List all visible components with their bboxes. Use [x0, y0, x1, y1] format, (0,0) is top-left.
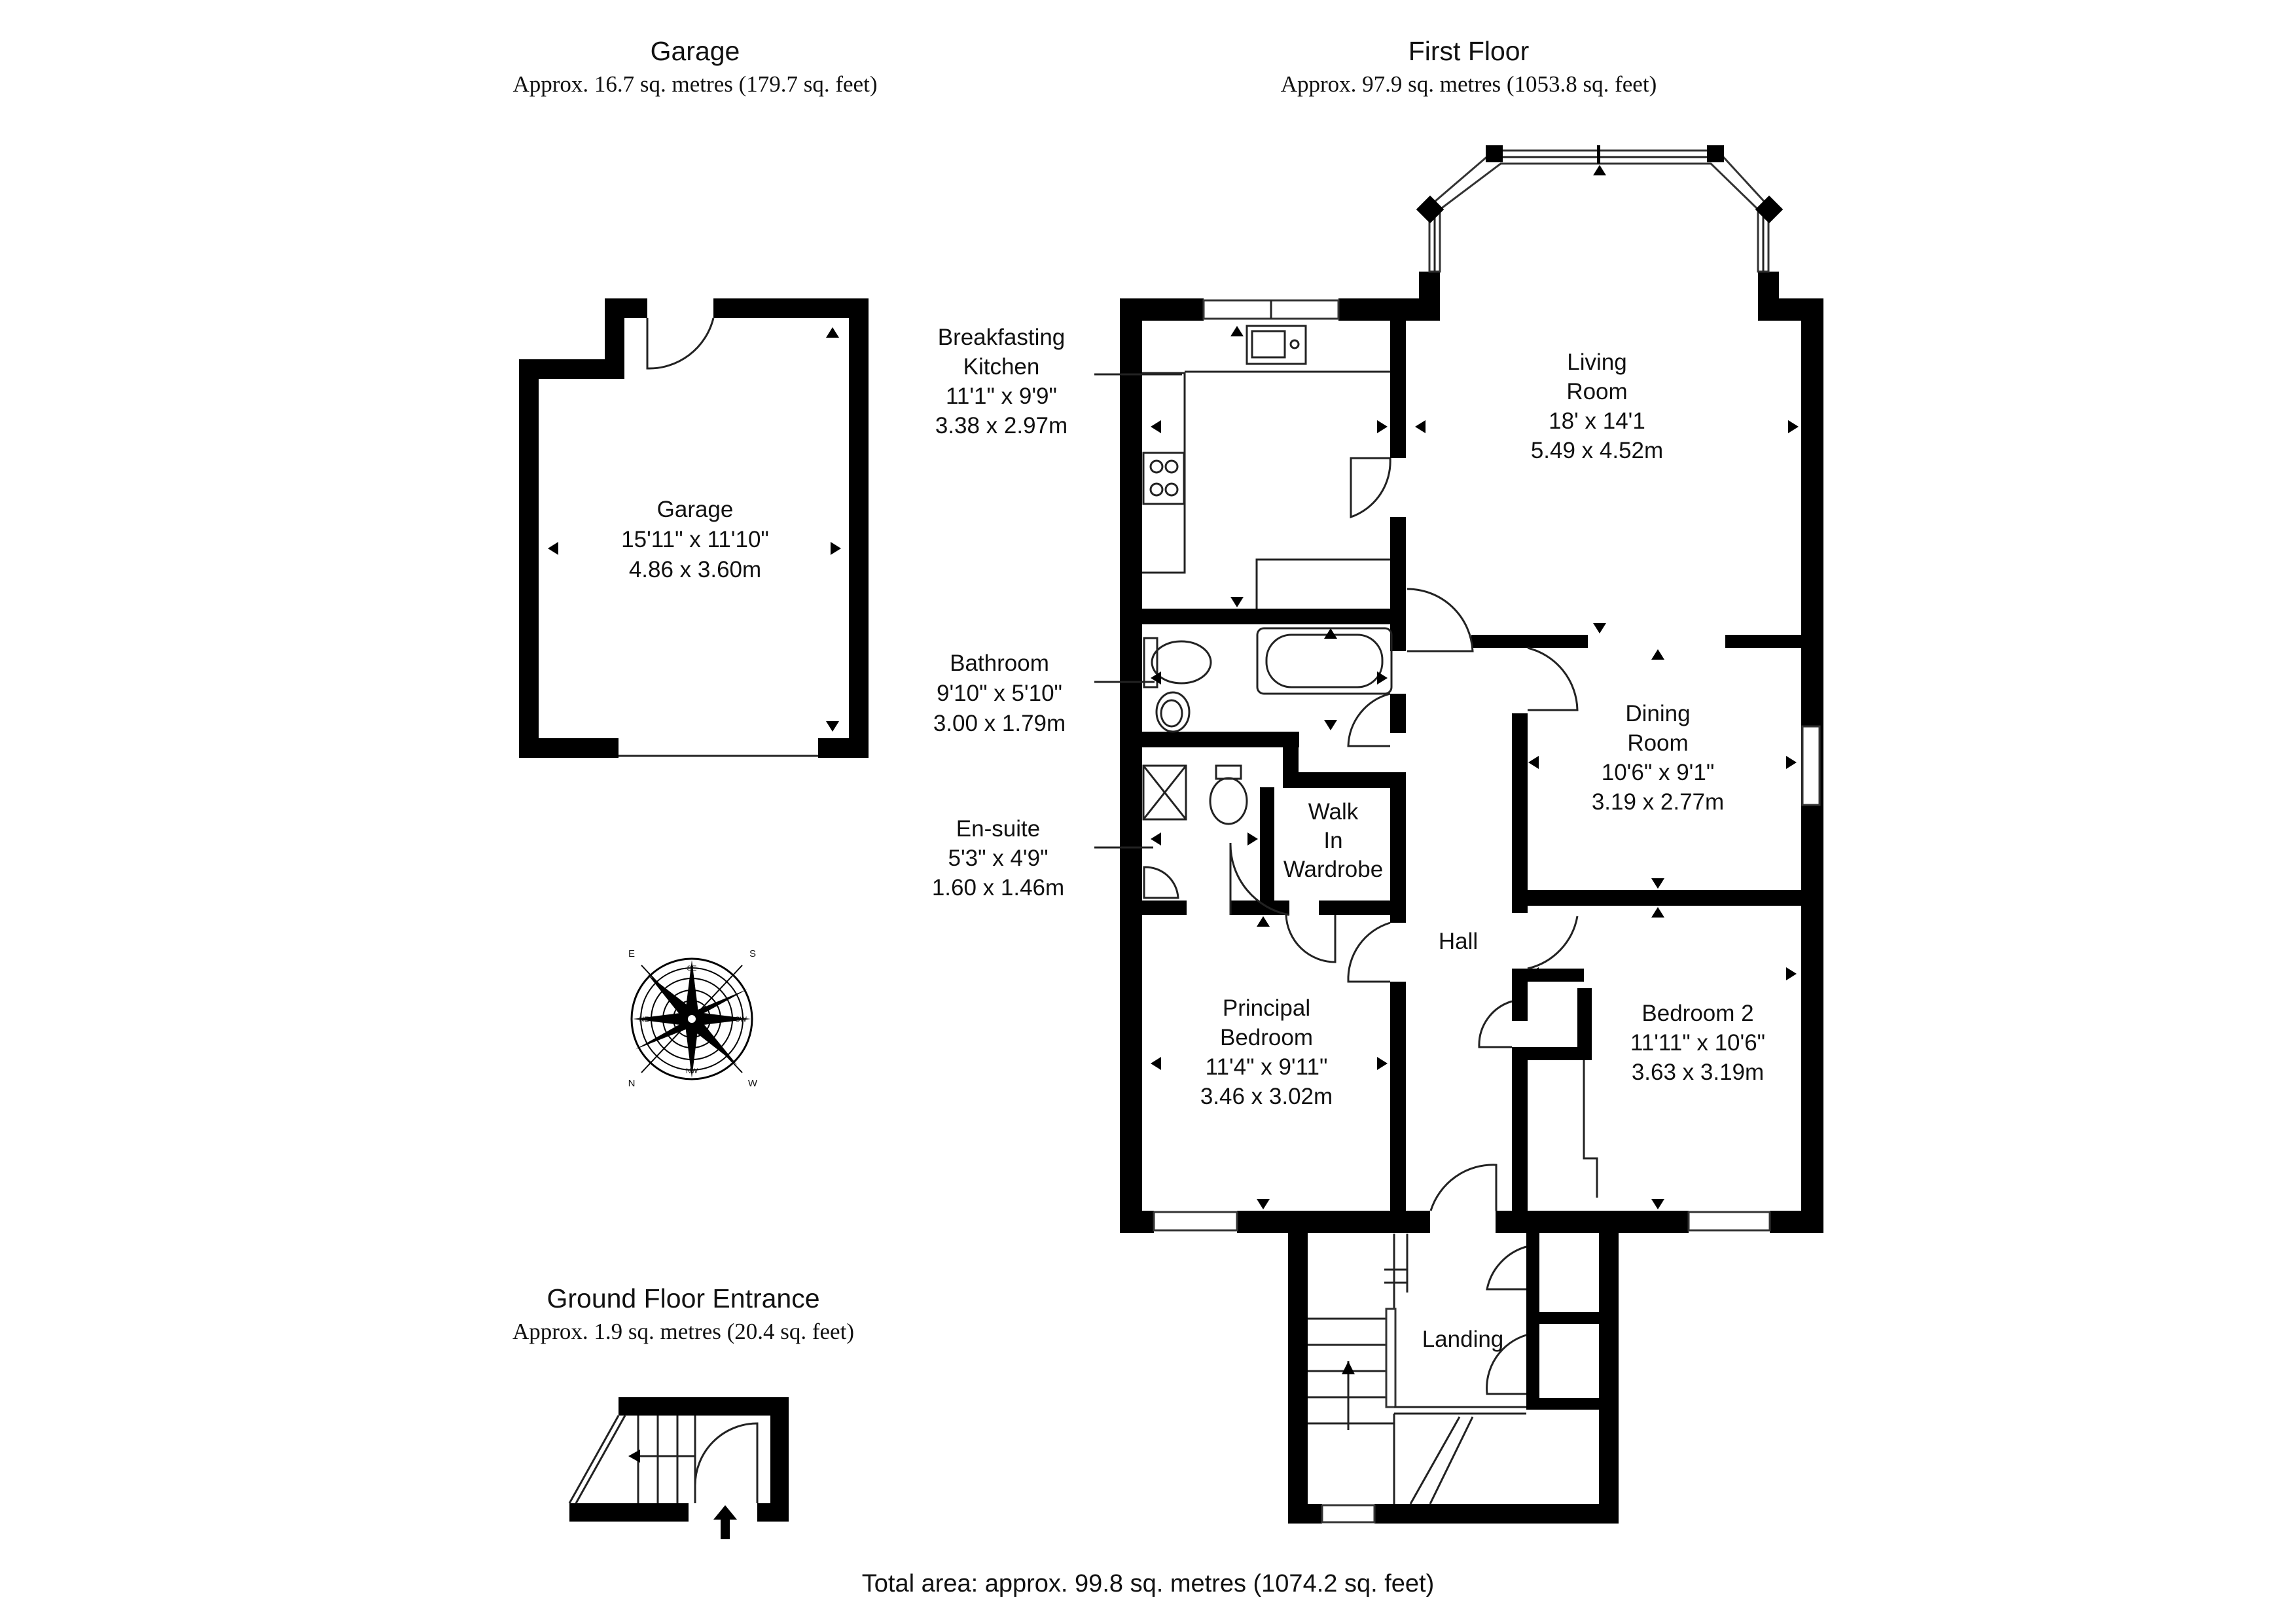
bedroom2-imperial: 11'11" x 10'6" [1630, 1030, 1765, 1056]
ground-floor-heading: Ground Floor Entrance [547, 1283, 819, 1313]
compass-rose: N S E W SE NW NE SW [628, 948, 758, 1089]
kitchen-name-1: Breakfasting [938, 325, 1066, 350]
wardrobe-name-3: Wardrobe [1283, 857, 1383, 882]
bedroom2-name: Bedroom 2 [1641, 1001, 1753, 1026]
compass-label-se: SE [687, 965, 697, 972]
principal-name-1: Principal [1223, 995, 1310, 1021]
garage-plan: Garage 15'11" x 11'10" 4.86 x 3.60m [519, 298, 869, 758]
ground-floor-plan [568, 1397, 789, 1539]
compass-label-e: E [628, 948, 635, 959]
first-floor-heading-area: Approx. 97.9 sq. metres (1053.8 sq. feet… [1281, 71, 1657, 97]
principal-name-2: Bedroom [1220, 1025, 1313, 1050]
compass-label-ne: NE [639, 1016, 649, 1024]
ensuite-imperial: 5'3" x 4'9" [948, 846, 1048, 871]
landing-name: Landing [1422, 1327, 1504, 1352]
compass-label-w: W [748, 1078, 758, 1089]
dining-name-2: Room [1627, 730, 1688, 756]
bedroom2-metric: 3.63 x 3.19m [1632, 1060, 1764, 1085]
compass-label-sw: SW [735, 1016, 747, 1024]
living-name-1: Living [1567, 349, 1626, 375]
bathroom-name: Bathroom [950, 651, 1049, 676]
kitchen-imperial: 11'1" x 9'9" [946, 383, 1057, 409]
first-floor-heading: First Floor [1408, 36, 1530, 66]
bathroom-imperial: 9'10" x 5'10" [937, 681, 1062, 706]
wardrobe-name-2: In [1323, 828, 1342, 853]
ensuite-name: En-suite [956, 816, 1040, 842]
dining-name-1: Dining [1625, 701, 1690, 726]
kitchen-name-2: Kitchen [963, 354, 1040, 380]
garage-heading-area: Approx. 16.7 sq. metres (179.7 sq. feet) [513, 71, 878, 97]
garage-room-imperial: 15'11" x 11'10" [621, 527, 769, 552]
wardrobe-name-1: Walk [1308, 799, 1359, 825]
hall-name: Hall [1439, 929, 1478, 954]
garage-room-name: Garage [657, 497, 734, 522]
first-floor-plan: Breakfasting Kitchen 11'1" x 9'9" 3.38 x… [932, 145, 1823, 1233]
living-metric: 5.49 x 4.52m [1531, 438, 1663, 463]
dining-imperial: 10'6" x 9'1" [1602, 760, 1715, 785]
compass-label-n: N [628, 1078, 636, 1089]
garage-room-metric: 4.86 x 3.60m [629, 557, 761, 582]
landing-plan: Landing [1288, 1233, 1619, 1524]
kitchen-metric: 3.38 x 2.97m [935, 413, 1067, 438]
principal-imperial: 11'4" x 9'11" [1206, 1054, 1328, 1080]
living-name-2: Room [1566, 379, 1627, 404]
garage-heading: Garage [651, 36, 740, 66]
living-imperial: 18' x 14'1 [1549, 408, 1645, 434]
compass-label-nw: NW [686, 1067, 698, 1075]
ensuite-metric: 1.60 x 1.46m [932, 875, 1064, 901]
ground-floor-heading-area: Approx. 1.9 sq. metres (20.4 sq. feet) [512, 1319, 854, 1344]
dining-metric: 3.19 x 2.77m [1592, 789, 1724, 815]
compass-label-s: S [749, 948, 756, 959]
total-area: Total area: approx. 99.8 sq. metres (107… [862, 1570, 1434, 1597]
compass-icon [630, 957, 753, 1080]
bathroom-metric: 3.00 x 1.79m [933, 711, 1066, 736]
principal-metric: 3.46 x 3.02m [1200, 1084, 1333, 1109]
